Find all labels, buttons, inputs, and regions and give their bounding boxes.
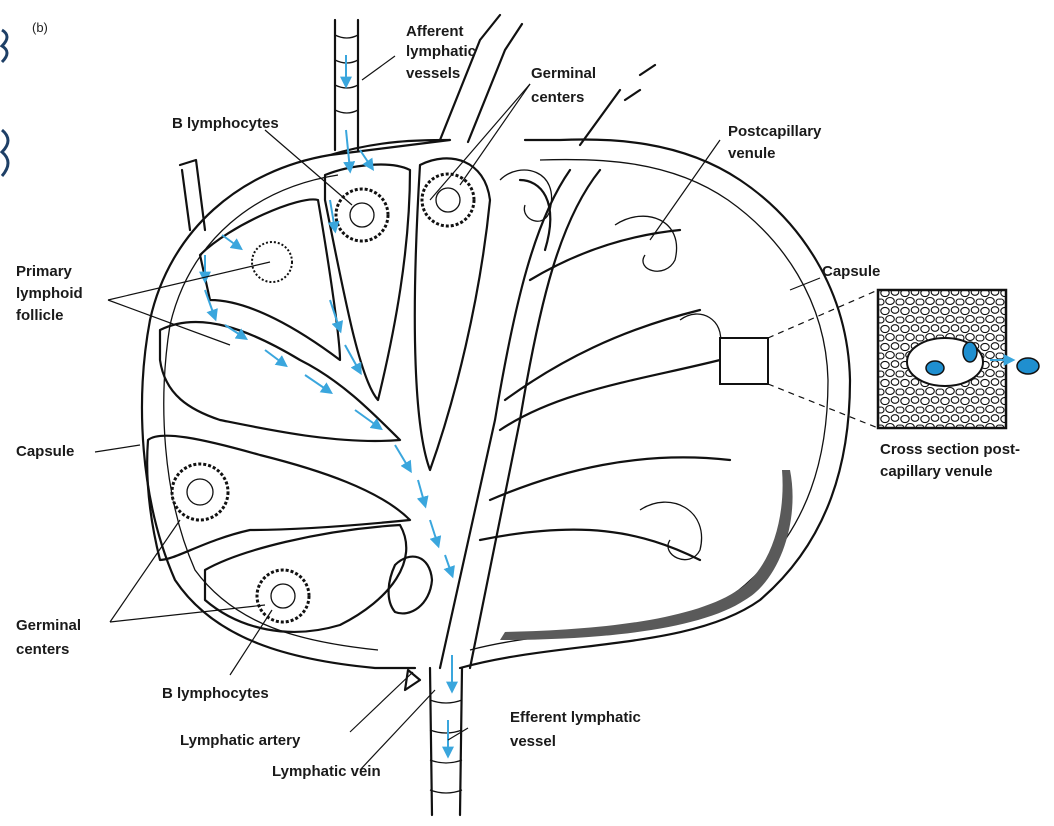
cross-section-inset bbox=[720, 290, 1039, 428]
decor-corner-glyphs bbox=[2, 30, 8, 176]
cross-section-label: Cross section post- capillary venule bbox=[880, 441, 1024, 480]
lymphatic-artery-label: Lymphatic artery bbox=[180, 732, 301, 749]
primary-follicle-label: Primary lymphoid follicle bbox=[16, 263, 87, 324]
panel-label: (b) bbox=[32, 20, 48, 35]
efferent-vessel-label: Efferent lymphatic vessel bbox=[510, 709, 645, 750]
efferent-vessel bbox=[405, 668, 462, 815]
lymph-flow-arrows bbox=[205, 55, 452, 755]
germinal-centers-bottom-label: Germinal centers bbox=[16, 617, 85, 658]
postcapillary-venule-label: Postcapillary venule bbox=[728, 123, 826, 162]
germinal-centers-top-label: Germinal centers bbox=[531, 65, 600, 106]
lymphatic-vein-label: Lymphatic vein bbox=[272, 763, 381, 780]
capsule-inner bbox=[164, 159, 828, 650]
lobe-small bbox=[389, 557, 432, 614]
capsule-left-label: Capsule bbox=[16, 443, 74, 460]
lobe-mid-left bbox=[160, 322, 400, 441]
b-lymphocytes-top-label: B lymphocytes bbox=[172, 115, 279, 132]
b-lymphocytes-bottom-label: B lymphocytes bbox=[162, 685, 269, 702]
afferent-label: Afferent lymphatic vessels bbox=[406, 23, 480, 82]
lobe-bottom bbox=[205, 525, 406, 632]
vessel-loops bbox=[500, 170, 721, 560]
capsule-shading-right bbox=[500, 470, 793, 640]
labels: Afferent lymphatic vessels Germinal cent… bbox=[16, 23, 1024, 780]
cortex-lobes bbox=[147, 158, 490, 632]
capsule-right-label: Capsule bbox=[822, 263, 880, 280]
